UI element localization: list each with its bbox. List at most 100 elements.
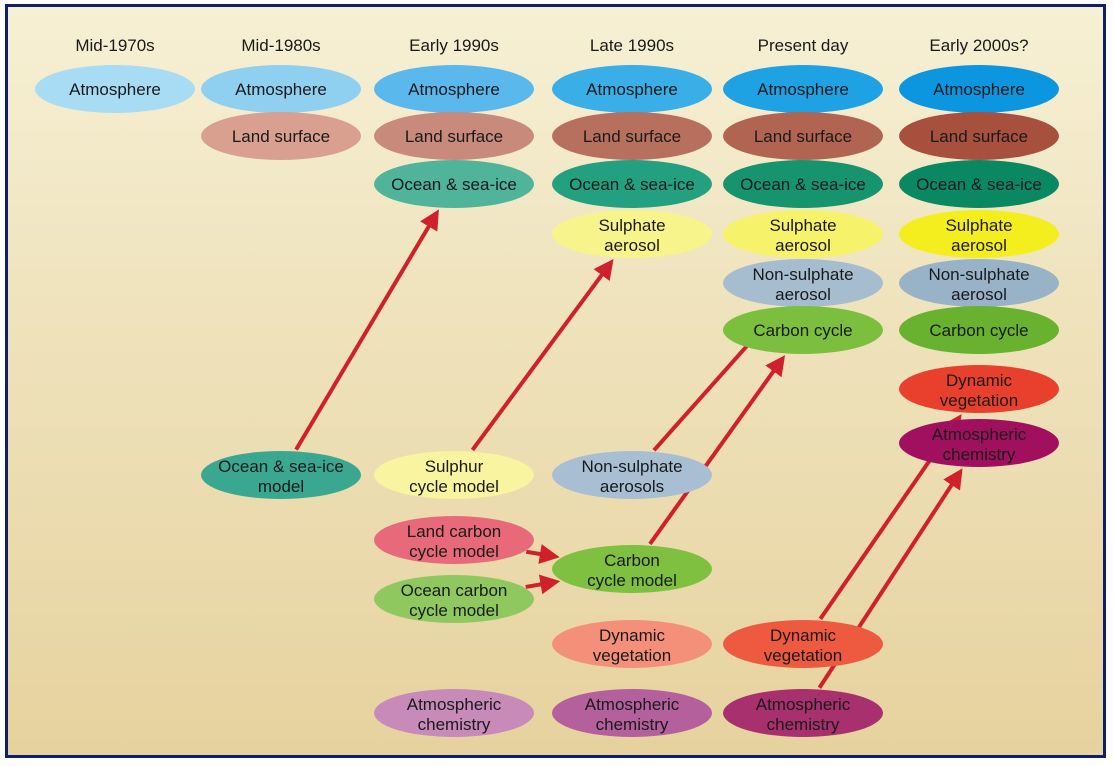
component-mid-1980s-land-surface: Land surface xyxy=(201,112,361,160)
component-early-2000s-sulphate-aerosol-label: Sulphate xyxy=(945,216,1012,235)
component-present-day-ocean-sea-ice: Ocean & sea-ice xyxy=(723,160,883,208)
arrow-carbon-cycle-model-to-present-day-carbon-cycle xyxy=(648,355,786,546)
component-early-2000s-sulphate-aerosol-ellipse xyxy=(899,210,1059,258)
model-atmospheric-chemistry-model-present-label: chemistry xyxy=(767,715,840,734)
component-early-2000s-atmospheric-chemistry-label: chemistry xyxy=(943,445,1016,464)
component-early-2000s-carbon-cycle-ellipse xyxy=(899,306,1059,354)
component-late-1990s-land-surface-label: Land surface xyxy=(583,127,681,146)
model-atmospheric-chemistry-model-late1990s-label: chemistry xyxy=(596,715,669,734)
component-early-2000s-dynamic-vegetation-label: vegetation xyxy=(940,391,1018,410)
era-header-late-1990s: Late 1990s xyxy=(590,36,674,55)
component-late-1990s-sulphate-aerosol-label: Sulphate xyxy=(598,216,665,235)
model-atmospheric-chemistry-model-1990s-label: Atmospheric xyxy=(407,695,502,714)
component-early-2000s-ocean-sea-ice-label: Ocean & sea-ice xyxy=(916,175,1042,194)
component-early-1990s-ocean-sea-ice: Ocean & sea-ice xyxy=(374,160,534,208)
component-present-day-ocean-sea-ice-label: Ocean & sea-ice xyxy=(740,175,866,194)
component-early-2000s-land-surface: Land surface xyxy=(899,112,1059,160)
component-early-1990s-atmosphere-ellipse xyxy=(374,65,534,113)
model-ocean-carbon-cycle-model-label: cycle model xyxy=(409,601,499,620)
model-non-sulphate-aerosols-model-label: aerosols xyxy=(600,477,664,496)
component-early-2000s-land-surface-label: Land surface xyxy=(930,127,1028,146)
component-present-day-atmosphere-ellipse xyxy=(723,65,883,113)
model-carbon-cycle-model-label: cycle model xyxy=(587,571,677,590)
component-late-1990s-sulphate-aerosol-ellipse xyxy=(552,210,712,258)
component-early-2000s-dynamic-vegetation-label: Dynamic xyxy=(946,371,1013,390)
component-mid-1980s-land-surface-ellipse xyxy=(201,112,361,160)
model-ocean-sea-ice-model-label: Ocean & sea-ice xyxy=(218,457,344,476)
component-early-1990s-land-surface-label: Land surface xyxy=(405,127,503,146)
component-early-1990s-ocean-sea-ice-label: Ocean & sea-ice xyxy=(391,175,517,194)
component-late-1990s-ocean-sea-ice-ellipse xyxy=(552,160,712,208)
component-present-day-land-surface-ellipse xyxy=(723,112,883,160)
component-mid-1980s-atmosphere-ellipse xyxy=(201,65,361,113)
model-dynamic-vegetation-model-present-ellipse xyxy=(723,620,883,668)
era-header-early-2000s: Early 2000s? xyxy=(929,36,1028,55)
component-late-1990s-land-surface: Land surface xyxy=(552,112,712,160)
component-early-1990s-land-surface: Land surface xyxy=(374,112,534,160)
component-mid-1970s-atmosphere-label: Atmosphere xyxy=(69,80,161,99)
component-early-2000s-atmosphere: Atmosphere xyxy=(899,65,1059,113)
component-early-2000s-land-surface-ellipse xyxy=(899,112,1059,160)
arrow-land-carbon-cycle-model-to-carbon-cycle-model xyxy=(525,544,560,564)
component-present-day-non-sulphate-aerosol-ellipse xyxy=(723,259,883,307)
component-late-1990s-sulphate-aerosol-label: aerosol xyxy=(604,236,660,255)
component-early-1990s-atmosphere: Atmosphere xyxy=(374,65,534,113)
component-mid-1980s-land-surface-label: Land surface xyxy=(232,127,330,146)
model-land-carbon-cycle-model-ellipse xyxy=(374,516,534,564)
component-early-1990s-land-surface-ellipse xyxy=(374,112,534,160)
component-early-2000s-carbon-cycle-label: Carbon cycle xyxy=(929,321,1028,340)
component-early-2000s-atmosphere-label: Atmosphere xyxy=(933,80,1025,99)
component-present-day-land-surface-label: Land surface xyxy=(754,127,852,146)
model-dynamic-vegetation-model-present-label: Dynamic xyxy=(770,626,837,645)
component-mid-1980s-atmosphere-label: Atmosphere xyxy=(235,80,327,99)
era-header-mid-1970s: Mid-1970s xyxy=(75,36,154,55)
component-present-day-carbon-cycle-ellipse xyxy=(723,306,883,354)
model-sulphur-cycle-model-ellipse xyxy=(374,451,534,499)
model-atmospheric-chemistry-model-present-label: Atmospheric xyxy=(756,695,851,714)
component-late-1990s-ocean-sea-ice-label: Ocean & sea-ice xyxy=(569,175,695,194)
component-present-day-atmosphere-label: Atmosphere xyxy=(757,80,849,99)
component-present-day-ocean-sea-ice-ellipse xyxy=(723,160,883,208)
component-early-2000s-non-sulphate-aerosol-label: Non-sulphate xyxy=(928,265,1029,284)
model-ocean-sea-ice-model-label: model xyxy=(258,477,304,496)
arrow-ocean-sea-ice-model-to-early-1990s-ocean-sea-ice xyxy=(294,209,439,451)
model-ocean-carbon-cycle-model-label: Ocean carbon xyxy=(401,581,508,600)
component-mid-1970s-atmosphere: Atmosphere xyxy=(35,65,195,113)
model-non-sulphate-aerosols-model-label: Non-sulphate xyxy=(581,457,682,476)
model-atmospheric-chemistry-model-present-ellipse xyxy=(723,689,883,737)
component-late-1990s-land-surface-ellipse xyxy=(552,112,712,160)
model-dynamic-vegetation-model-1990s-label: Dynamic xyxy=(599,626,666,645)
component-early-2000s-dynamic-vegetation-ellipse xyxy=(899,365,1059,413)
component-late-1990s-atmosphere-ellipse xyxy=(552,65,712,113)
component-present-day-atmosphere: Atmosphere xyxy=(723,65,883,113)
component-early-2000s-atmospheric-chemistry-ellipse xyxy=(899,419,1059,467)
model-dynamic-vegetation-model-present-label: vegetation xyxy=(764,646,842,665)
model-atmospheric-chemistry-model-late1990s-ellipse xyxy=(552,689,712,737)
model-dynamic-vegetation-model-1990s-ellipse xyxy=(552,620,712,668)
model-dynamic-vegetation-model-1990s-label: vegetation xyxy=(593,646,671,665)
component-present-day-land-surface: Land surface xyxy=(723,112,883,160)
arrow-sulphur-cycle-model-to-late-1990s-sulphate-aerosol xyxy=(470,259,614,452)
component-early-2000s-non-sulphate-aerosol-ellipse xyxy=(899,259,1059,307)
era-header-early-1990s: Early 1990s xyxy=(409,36,499,55)
component-present-day-sulphate-aerosol-ellipse xyxy=(723,210,883,258)
model-ocean-sea-ice-model-ellipse xyxy=(201,451,361,499)
era-header-present-day: Present day xyxy=(758,36,849,55)
component-present-day-sulphate-aerosol-label: aerosol xyxy=(775,236,831,255)
model-carbon-cycle-model-ellipse xyxy=(552,545,712,593)
